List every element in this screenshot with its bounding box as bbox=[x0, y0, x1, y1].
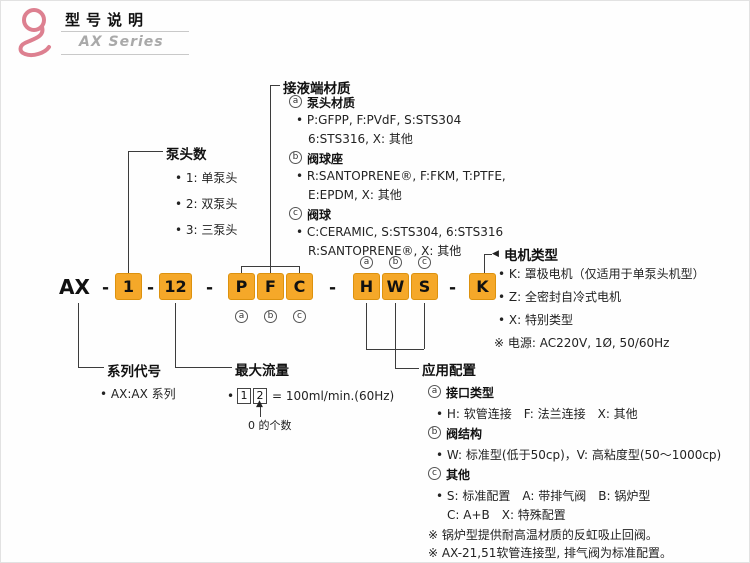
group-name-valve-ball: 阀球 bbox=[307, 208, 332, 222]
sub-label-a: a bbox=[235, 310, 248, 323]
brand-logo bbox=[9, 5, 61, 65]
section-title-max-flow: 最大流量 bbox=[235, 363, 289, 379]
code-box-valve-seat: F bbox=[257, 273, 284, 300]
motor-item: • K: 罩极电机（仅适用于单泵头机型） bbox=[498, 267, 705, 281]
connector-line bbox=[241, 266, 242, 273]
group-label-c: c bbox=[289, 207, 302, 220]
code-separator: - bbox=[329, 278, 337, 298]
max-flow-bullet: • bbox=[227, 389, 235, 403]
connector-line bbox=[270, 266, 271, 273]
connector-line bbox=[484, 254, 492, 255]
connector-line bbox=[175, 367, 232, 368]
connector-line bbox=[484, 254, 485, 273]
app-config-item: • S: 标准配置 A: 带排气阀 B: 锅炉型 bbox=[436, 489, 651, 503]
group-name-valve-structure: 阀结构 bbox=[446, 427, 483, 441]
connector-line bbox=[175, 303, 176, 367]
code-box-max-flow: 12 bbox=[159, 273, 192, 300]
connector-line bbox=[424, 303, 425, 349]
connector-line bbox=[270, 85, 280, 86]
series-subtitle: AX Series bbox=[79, 34, 164, 50]
code-box-valve-ball: C bbox=[286, 273, 313, 300]
motor-item: • X: 特别类型 bbox=[498, 313, 573, 327]
connector-line bbox=[299, 266, 300, 273]
section-title-motor-type: 电机类型 bbox=[504, 248, 558, 264]
app-config-item: • W: 标准型(低于50cp)，V: 高粘度型(50～1000cp) bbox=[436, 448, 722, 462]
connector-line bbox=[395, 349, 396, 368]
connector-line bbox=[128, 151, 129, 273]
group-label-a: a bbox=[428, 385, 441, 398]
group-label-a: a bbox=[289, 95, 302, 108]
group-label-b: b bbox=[428, 426, 441, 439]
series-code-item: • AX:AX 系列 bbox=[100, 387, 176, 401]
arrow-left-icon: ◀ bbox=[492, 249, 499, 259]
connector-line bbox=[78, 303, 79, 367]
sub-label-b: b bbox=[264, 310, 277, 323]
flow-digit-box-1: 1 bbox=[237, 388, 251, 404]
code-box-motor: K bbox=[469, 273, 496, 300]
group-label-c: c bbox=[428, 467, 441, 480]
section-title-app-config: 应用配置 bbox=[422, 363, 476, 379]
wetted-item: E:EPDM, X: 其他 bbox=[308, 188, 402, 202]
motor-item: • Z: 全密封自冷式电机 bbox=[498, 290, 621, 304]
connector-line bbox=[78, 367, 104, 368]
group-name-interface-type: 接口类型 bbox=[446, 386, 495, 400]
page-title: 型号说明 bbox=[65, 11, 150, 29]
motor-power-note: ※ 电源: AC220V, 1Ø, 50/60Hz bbox=[494, 336, 670, 350]
header-divider-top bbox=[61, 31, 189, 32]
code-box-valve-structure: W bbox=[382, 273, 409, 300]
connector-line bbox=[260, 407, 261, 417]
code-separator: - bbox=[206, 278, 214, 298]
code-separator: - bbox=[102, 278, 110, 298]
code-box-pump-heads: 1 bbox=[115, 273, 142, 300]
code-separator: - bbox=[449, 278, 457, 298]
sub-label-a: a bbox=[360, 256, 373, 269]
group-name-head-material: 泵头材质 bbox=[307, 96, 356, 110]
code-prefix: AX bbox=[59, 275, 90, 299]
flow-digit-box-2: 2 bbox=[253, 388, 267, 404]
section-title-series-code: 系列代号 bbox=[107, 364, 161, 380]
group-name-valve-seat: 阀球座 bbox=[307, 152, 344, 166]
group-name-other: 其他 bbox=[446, 468, 471, 482]
code-box-head-material: P bbox=[228, 273, 255, 300]
connector-line bbox=[395, 368, 419, 369]
wetted-item: R:SANTOPRENE®, X: 其他 bbox=[308, 244, 462, 258]
pump-heads-item: • 1: 单泵头 bbox=[175, 171, 238, 185]
header-divider-bottom bbox=[61, 54, 189, 55]
pump-heads-item: • 2: 双泵头 bbox=[175, 197, 238, 211]
wetted-item: 6:STS316, X: 其他 bbox=[308, 132, 413, 146]
wetted-item: • C:CERAMIC, S:STS304, 6:STS316 bbox=[296, 225, 504, 239]
group-label-b: b bbox=[289, 151, 302, 164]
code-separator: - bbox=[147, 278, 155, 298]
wetted-item: • R:SANTOPRENE®, F:FKM, T:PTFE, bbox=[296, 169, 506, 183]
connector-line bbox=[128, 151, 163, 152]
code-box-other-config: S bbox=[411, 273, 438, 300]
connector-line bbox=[366, 303, 367, 349]
section-title-wetted-material: 接液端材质 bbox=[283, 81, 351, 97]
wetted-item: • P:GFPP, F:PVdF, S:STS304 bbox=[296, 113, 462, 127]
sub-label-b: b bbox=[389, 256, 402, 269]
code-box-interface: H bbox=[353, 273, 380, 300]
connector-line bbox=[270, 85, 271, 267]
logo-swan-icon bbox=[18, 8, 51, 58]
app-config-note: ※ AX-21,51软管连接型, 排气阀为标准配置。 bbox=[428, 546, 673, 560]
flow-formula: = 100ml/min.(60Hz) bbox=[272, 389, 395, 403]
connector-line bbox=[395, 303, 396, 349]
sub-label-c: c bbox=[293, 310, 306, 323]
sub-label-c: c bbox=[418, 256, 431, 269]
section-title-pump-heads: 泵头数 bbox=[166, 147, 207, 163]
arrow-up-icon: ▲ bbox=[256, 399, 263, 409]
pump-heads-item: • 3: 三泵头 bbox=[175, 223, 238, 237]
zero-count-note: 0 的个数 bbox=[248, 419, 292, 432]
app-config-item: C: A+B X: 特殊配置 bbox=[447, 508, 566, 522]
app-config-item: • H: 软管连接 F: 法兰连接 X: 其他 bbox=[436, 407, 638, 421]
app-config-note: ※ 锅炉型提供耐高温材质的反虹吸止回阀。 bbox=[428, 528, 658, 542]
